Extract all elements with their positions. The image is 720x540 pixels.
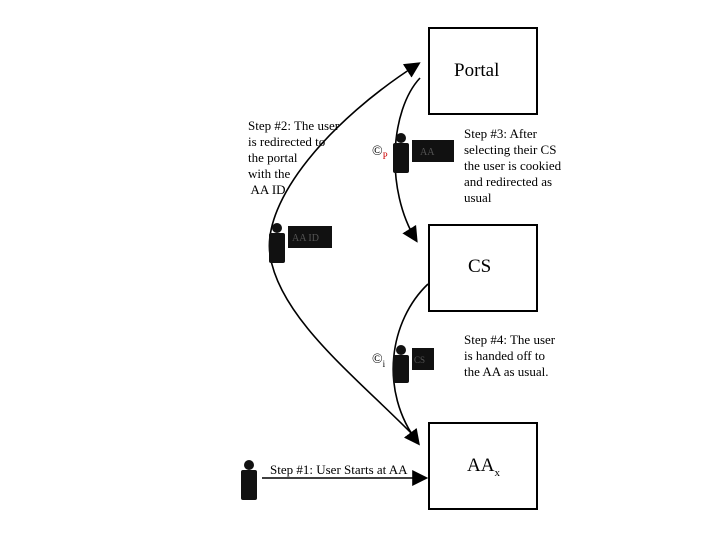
cookie-portal-symbol: © (372, 144, 383, 159)
user-cs-card-label: CS (414, 355, 425, 365)
user-figure-icon (393, 133, 409, 173)
aa-label-text: AA (467, 455, 495, 476)
step-4-text: Step #4: The user is handed off to the A… (464, 332, 556, 379)
user-figure-icon (269, 223, 285, 263)
user-portal-card-label: AA (420, 147, 435, 158)
cs-box: CS (428, 224, 538, 312)
cookie-icon: ©P (372, 144, 388, 161)
user-aa-card-label: AA ID (292, 233, 319, 244)
portal-label: Portal (454, 60, 500, 81)
step-1-text: Step #1: User Starts at AA (270, 462, 408, 477)
user-figure-icon (393, 345, 409, 383)
aa-label-subscript: x (494, 466, 500, 479)
cookie-cs-symbol: © (372, 352, 383, 367)
step-3-text: Step #3: After selecting their CS the us… (464, 126, 562, 205)
cs-label: CS (468, 256, 492, 277)
cookie-portal-subscript: P (382, 150, 388, 161)
aa-label: AAx (467, 455, 500, 479)
id-card-icon (412, 140, 454, 162)
cookie-icon: ©i (372, 352, 385, 369)
id-card-icon (288, 226, 332, 248)
step-2-text: Step #2: The user is redirected to the p… (248, 118, 340, 197)
user-figure-icon (241, 460, 257, 500)
id-card-icon (412, 348, 434, 370)
aa-box: AAx (428, 422, 538, 510)
cookie-cs-subscript: i (382, 358, 386, 369)
portal-box: Portal (428, 27, 538, 115)
